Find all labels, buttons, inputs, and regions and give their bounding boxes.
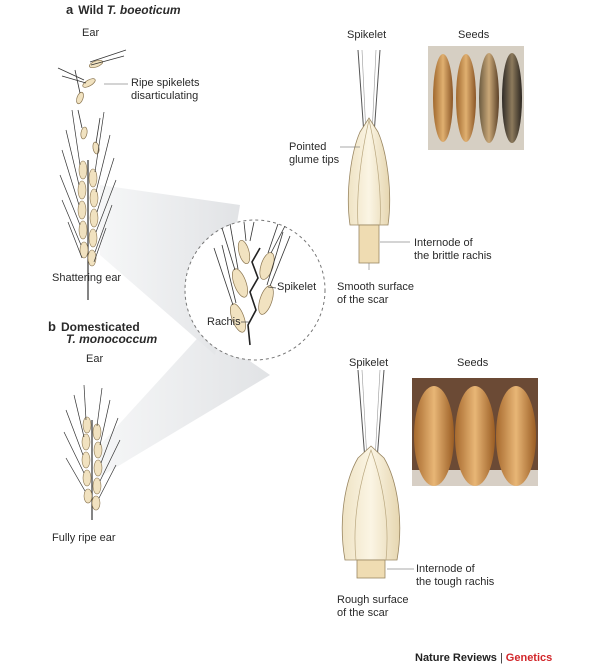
wild-shattering-ear — [57, 49, 128, 300]
smooth-scar-label-1: Smooth surface — [337, 281, 415, 293]
brittle-internode-label-2: the brittle rachis — [414, 250, 492, 262]
credit-section: Genetics — [505, 652, 553, 664]
ripe-spikelets-label-2: disarticulating — [131, 90, 199, 102]
domesticated-spikelet-drawing — [341, 369, 414, 579]
panel-b-title-species: T. monococcum — [66, 332, 158, 346]
domesticated-ripe-ear — [63, 384, 121, 520]
wild-seeds-photo — [428, 46, 524, 150]
panel-a-spikelet-header: Spikelet — [347, 29, 387, 41]
fully-ripe-ear-label: Fully ripe ear — [52, 532, 116, 544]
zoom-cone-b — [95, 330, 270, 480]
tough-internode-label-1: Internode of — [416, 563, 475, 575]
panel-a-letter: a — [66, 2, 74, 17]
panel-a-ear-label: Ear — [82, 27, 100, 39]
panel-b-letter: b — [48, 319, 56, 334]
panel-b-spikelet-header: Spikelet — [349, 357, 389, 369]
brittle-internode-label-1: Internode of — [414, 237, 473, 249]
journal-credit: Nature Reviews|Genetics — [415, 652, 552, 664]
wild-spikelet-drawing — [340, 49, 410, 270]
panel-a-seeds-header: Seeds — [458, 29, 490, 41]
rough-scar-label-2: of the scar — [337, 607, 389, 619]
inset-rachis-label: Rachis — [207, 316, 241, 328]
tough-internode-label-2: the tough rachis — [416, 576, 495, 588]
shattering-ear-label: Shattering ear — [52, 272, 122, 284]
panel-b-ear-label: Ear — [86, 353, 104, 365]
inset-magnified-rachis — [184, 219, 326, 361]
inset-spikelet-label: Spikelet — [277, 281, 317, 293]
credit-separator: | — [499, 652, 503, 664]
pointed-glume-label-1: Pointed — [289, 141, 327, 153]
pointed-glume-label-2: glume tips — [289, 154, 340, 166]
rough-scar-label-1: Rough surface — [337, 594, 409, 606]
panel-b-seeds-header: Seeds — [457, 357, 489, 369]
domesticated-seeds-photo — [412, 378, 538, 486]
credit-journal: Nature Reviews — [415, 652, 497, 664]
ripe-spikelets-label-1: Ripe spikelets — [131, 77, 200, 89]
smooth-scar-label-2: of the scar — [337, 294, 389, 306]
